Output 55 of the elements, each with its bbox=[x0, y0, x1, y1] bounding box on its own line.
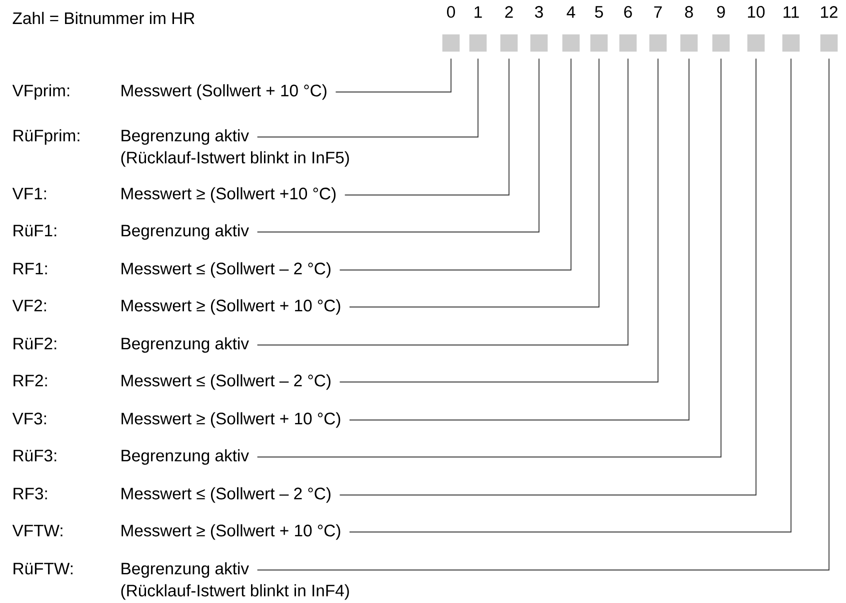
node-label: 12 bbox=[821, 6, 838, 18]
node-label: 8 bbox=[685, 6, 693, 18]
sensor-row: RüFprim: Begrenzung aktiv bbox=[14, 129, 249, 145]
leader-line bbox=[256, 58, 540, 232]
sensor-row: VF3: Messwert ≥ (Sollwert + 10 °C) bbox=[12, 412, 340, 428]
leader-line bbox=[339, 58, 572, 270]
node-label: 4 bbox=[566, 6, 576, 18]
bit-square: 1 bbox=[469, 6, 487, 52]
node-label: 6 bbox=[624, 6, 632, 18]
bit-square: 8 bbox=[680, 6, 698, 52]
leader-line bbox=[256, 58, 830, 570]
note-text: (Rücklauf-Istwert blinkt in InF4) bbox=[121, 584, 349, 600]
leader-line bbox=[256, 58, 628, 346]
node-label: 3 bbox=[534, 6, 543, 18]
node-label: 9 bbox=[717, 6, 725, 18]
bit-square: 9 bbox=[712, 6, 730, 52]
sensor-row: RüF2: Begrenzung aktiv bbox=[14, 337, 249, 353]
sensor-row: RüF3: Begrenzung aktiv bbox=[14, 449, 249, 465]
bit-square: 3 bbox=[530, 6, 548, 52]
leader-line bbox=[339, 58, 756, 496]
bit-square: 6 bbox=[619, 6, 637, 52]
sensor-row: RF3: Messwert ≤ (Sollwert – 2 °C) bbox=[14, 487, 330, 503]
leader-line bbox=[344, 58, 510, 196]
node-label: 0 bbox=[447, 6, 455, 18]
sensor-row: VF2: Messwert ≥ (Sollwert + 10 °C) bbox=[12, 299, 340, 315]
leader-line bbox=[349, 58, 792, 532]
node-label: 5 bbox=[595, 6, 603, 18]
header-note: Zahl = Bitnummer im HR bbox=[12, 12, 194, 24]
sensor-row: RF2: Messwert ≤ (Sollwert – 2 °C) bbox=[14, 374, 330, 390]
sensor-row: RF1: Messwert ≤ (Sollwert – 2 °C) bbox=[14, 262, 330, 278]
sensor-row: VFTW: Messwert ≥ (Sollwert + 10 °C) bbox=[12, 524, 340, 540]
bit-square: 12 bbox=[820, 6, 838, 52]
node-label: 10 bbox=[748, 6, 765, 18]
node-label: 2 bbox=[505, 6, 513, 18]
bit-square: 10 bbox=[747, 6, 765, 52]
bit-square: 4 bbox=[562, 6, 580, 52]
note-text: (Rücklauf-Istwert blinkt in InF5) bbox=[121, 151, 349, 167]
node-label: 7 bbox=[654, 6, 662, 18]
bit-square: 5 bbox=[590, 6, 608, 52]
leader-line bbox=[256, 58, 722, 458]
leader-line bbox=[335, 58, 452, 92]
bit-square: 2 bbox=[500, 6, 518, 52]
bit-square: 7 bbox=[649, 6, 667, 52]
leader-line bbox=[349, 58, 600, 308]
bit-square: 11 bbox=[782, 6, 800, 52]
sensor-row: VF1: Messwert ≥ (Sollwert +10 °C) bbox=[12, 187, 336, 203]
leader-line bbox=[339, 58, 658, 382]
sensor-row: RüF1: Begrenzung aktiv bbox=[14, 224, 249, 240]
leader-line bbox=[256, 58, 478, 138]
leader-line bbox=[349, 58, 690, 420]
sensor-row: VFprim: Messwert (Sollwert + 10 °C) bbox=[12, 84, 326, 100]
bit-square: 0 bbox=[442, 6, 460, 52]
node-label: 11 bbox=[784, 6, 799, 18]
node-label: 1 bbox=[474, 6, 482, 18]
sensor-row: RüFTW: Begrenzung aktiv bbox=[14, 562, 249, 578]
